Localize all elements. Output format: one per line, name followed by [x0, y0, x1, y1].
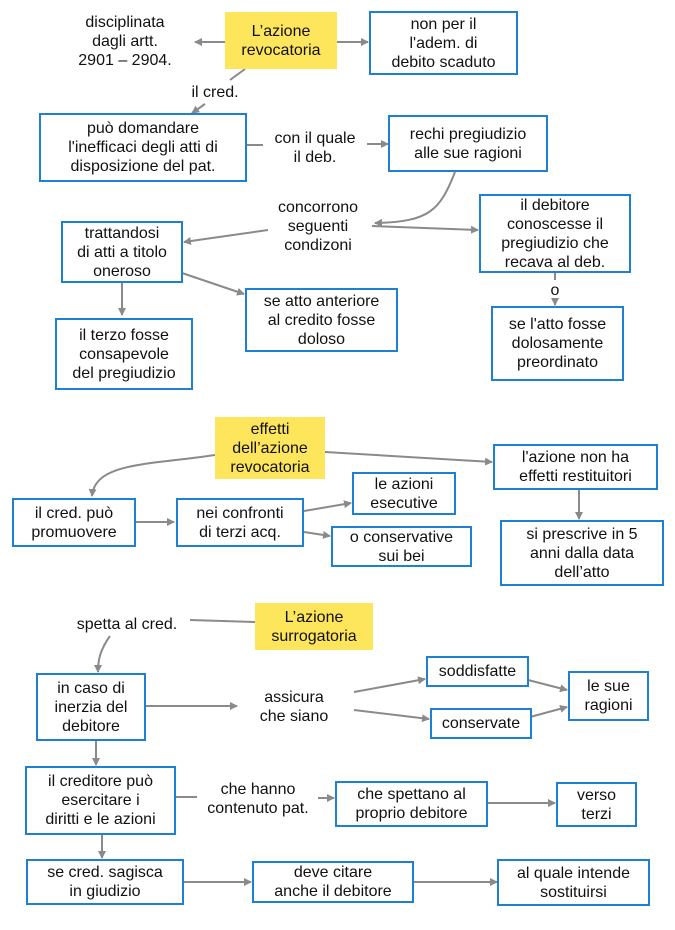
- label-assicura-che-siano: assicura che siano: [259, 689, 329, 725]
- arrow-assicura-to-conservate: [353, 709, 430, 723]
- arrow-conservate-to-ragioni: [529, 704, 568, 718]
- label-o: o: [550, 281, 560, 299]
- arrow-surrogatoria-to-spetta: [189, 619, 256, 623]
- label-con-il-quale: con il quale il deb.: [274, 130, 356, 166]
- node-nei-confronti: nei confronti di terzi acq.: [176, 498, 304, 547]
- node-che-spettano: che spettano al proprio debitore: [335, 781, 488, 827]
- title-azione-surrogatoria: L’azione surrogatoria: [255, 603, 373, 650]
- arrow-nei-to-le-azioni: [303, 500, 352, 512]
- node-se-cred-agisca: se cred. sagisca in giudizio: [26, 859, 184, 905]
- node-azioni-esecutive: le azioni esecutive: [352, 472, 456, 515]
- arrow-concorrono-to-debitore: [371, 225, 479, 234]
- label-il-cred: il cred.: [191, 83, 239, 101]
- arrow-assicura-to-soddisfatte: [353, 676, 426, 693]
- node-verso-terzi: verso terzi: [556, 782, 637, 827]
- arrow-title-to-il-cred: [229, 68, 246, 81]
- node-trattandosi-oneroso: trattandosi di atti a titolo oneroso: [61, 221, 183, 283]
- node-non-per-adempimento: non per il l'adem. di debito scaduto: [369, 11, 518, 75]
- node-debitore-conoscesse: il debitore conoscesse il pregiudizio ch…: [479, 194, 631, 273]
- node-puo-domandare: può domandare l'inefficaci degli atti di…: [39, 113, 247, 182]
- arrow-concorrono-to-trattandosi: [183, 229, 269, 245]
- node-cred-puo-promuovere: il cred. può promuovere: [12, 498, 136, 547]
- title-effetti-azione-revocatoria: effetti dell’azione revocatoria: [215, 417, 325, 479]
- node-se-l-atto-dolosamente: se l'atto fosse dolosamente preordinato: [491, 306, 624, 381]
- node-terzo-consapevole: il terzo fosse consapevole del pregiudiz…: [55, 318, 193, 390]
- node-non-ha-effetti: l'azione non ha effetti restituitori: [493, 444, 658, 490]
- arrow-trattandosi-to-se-atto: [181, 272, 245, 296]
- node-le-sue-ragioni: le sue ragioni: [568, 671, 649, 721]
- node-deve-citare: deve citare anche il debitore: [252, 861, 414, 903]
- arrow-spetta-to-in-caso: [94, 635, 111, 673]
- node-soddisfatte: soddisfatte: [426, 656, 529, 687]
- node-conservate: conservate: [430, 708, 532, 739]
- arrow-soddisfatte-to-ragioni: [527, 679, 568, 693]
- node-conservative-beni: o conservative sui bei: [331, 526, 472, 567]
- label-spetta-al-cred: spetta al cred.: [76, 615, 178, 633]
- node-se-atto-anteriore: se atto anteriore al credito fosse dolos…: [245, 288, 398, 352]
- label-che-hanno-contenuto: che hanno contenuto pat.: [207, 781, 309, 817]
- node-in-caso-inerzia: in caso di inerzia del debitore: [36, 673, 146, 741]
- node-si-prescrive: si prescrive in 5 anni dalla data dell’a…: [500, 520, 664, 586]
- arrow-effetti-to-non-ha: [324, 451, 493, 466]
- arrow-effetti-to-cred-puo: [88, 454, 216, 497]
- node-creditore-esercitare: il creditore può esercitare i diritti e …: [25, 766, 176, 835]
- arrow-rechi-to-concorrono: [374, 171, 456, 227]
- node-al-quale-sostituirsi: al quale intende sostituirsi: [497, 859, 650, 906]
- label-concorrono-condizioni: concorrono seguenti condizoni: [277, 198, 359, 254]
- title-azione-revocatoria: L’azione revocatoria: [225, 12, 337, 69]
- label-disciplinata: disciplinata dagli artt. 2901 – 2904.: [78, 13, 172, 69]
- arrow-nei-to-conservative: [303, 530, 331, 539]
- arrow-il-cred-to-puo: [191, 103, 206, 114]
- node-rechi-pregiudizio: rechi pregiudizio alle sue ragioni: [388, 115, 548, 172]
